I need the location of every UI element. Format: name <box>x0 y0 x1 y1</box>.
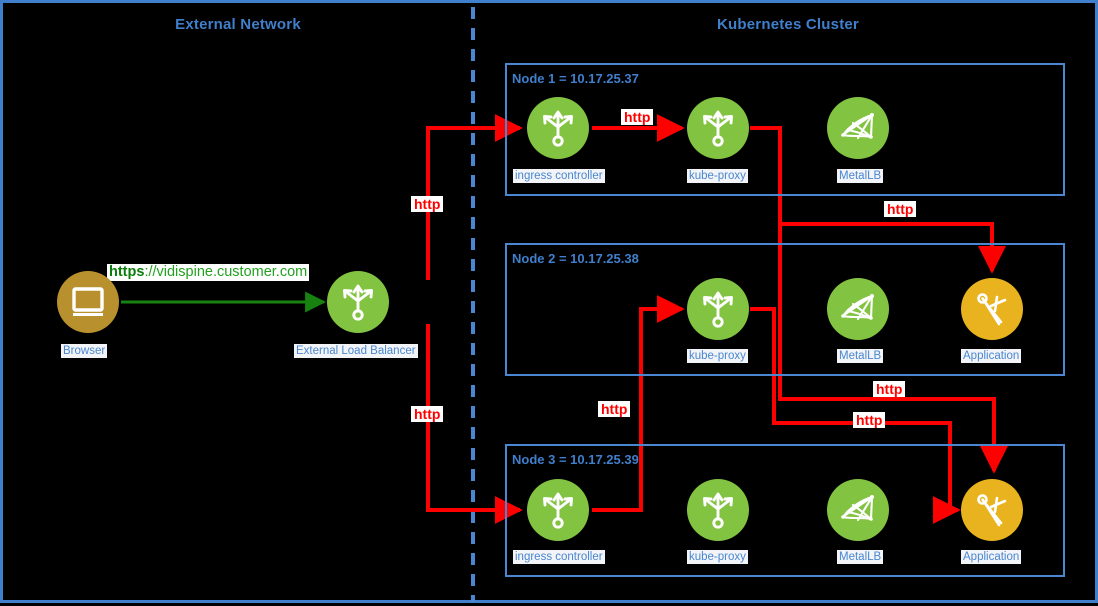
node-title-node-1: Node 1 = 10.17.25.37 <box>512 71 639 86</box>
node-3-application-label: Application <box>961 550 1022 564</box>
edge-label-node1-kubeproxy-to-node2-app: http <box>884 201 917 217</box>
edge-node3-ingress-to-node2-kubeproxy <box>592 295 685 512</box>
node-3-kube-proxy-label: kube-proxy <box>687 550 748 564</box>
edge-label-node1-ingress-to-kubeproxy: http <box>621 109 654 125</box>
edge-label-lb-to-node3-ingress: http <box>411 406 444 422</box>
edge-lb-to-node1-ingress <box>426 114 523 280</box>
node-3-ingress-controller-label: ingress controller <box>513 550 605 564</box>
kubernetes-trident-icon <box>543 110 573 147</box>
node-1-kube-proxy-label: kube-proxy <box>687 169 748 183</box>
compass-divider-icon <box>977 293 1007 326</box>
node-title-node-2: Node 2 = 10.17.25.38 <box>512 251 639 266</box>
node-1-ingress-controller-label: ingress controller <box>513 169 605 183</box>
external-load-balancer-label: External Load Balancer <box>294 344 418 358</box>
node-2-application-label: Application <box>961 349 1022 363</box>
external-load-balancer-node[interactable] <box>327 271 389 333</box>
node-2-application[interactable] <box>961 278 1023 340</box>
zone-title-kubernetes-cluster: Kubernetes Cluster <box>717 16 859 33</box>
node-2-metallb-label: MetalLB <box>837 349 884 363</box>
browser-monitor-icon <box>72 287 104 316</box>
metallb-mesh-icon <box>841 294 874 321</box>
edge-label-node2-kubeproxy-to-node3-app: http <box>853 412 886 428</box>
edge-label-node3-ingress-to-node2-kubeproxy: http <box>598 401 631 417</box>
browser-node[interactable] <box>57 271 119 333</box>
connection-layer <box>121 7 1008 602</box>
node-3-ingress-controller[interactable] <box>527 479 589 541</box>
browser-label: Browser <box>61 344 108 358</box>
kubernetes-trident-icon <box>703 291 733 328</box>
node-2-metallb[interactable] <box>827 278 889 340</box>
kubernetes-trident-icon <box>543 492 573 529</box>
kubernetes-trident-icon <box>703 492 733 529</box>
node-2-kube-proxy[interactable] <box>687 278 749 340</box>
node-3-metallb[interactable] <box>827 479 889 541</box>
zone-title-external-network: External Network <box>175 16 301 33</box>
node-box-node-1 <box>505 63 1065 196</box>
node-2-kube-proxy-label: kube-proxy <box>687 349 748 363</box>
kubernetes-trident-icon <box>343 284 373 321</box>
node-box-node-3 <box>505 444 1065 577</box>
edge-node2-kubeproxy-to-node3-app <box>750 307 952 510</box>
node-3-metallb-label: MetalLB <box>837 550 884 564</box>
metallb-mesh-icon <box>841 113 874 140</box>
node-3-kube-proxy[interactable] <box>687 479 749 541</box>
url-label: https://vidispine.customer.com <box>107 264 310 281</box>
node-1-ingress-controller[interactable] <box>527 97 589 159</box>
metallb-mesh-icon <box>841 495 874 522</box>
node-1-metallb[interactable] <box>827 97 889 159</box>
node-3-application[interactable] <box>961 479 1023 541</box>
node-box-node-2 <box>505 243 1065 376</box>
compass-divider-icon <box>977 494 1007 527</box>
edge-label-node1-kubeproxy-to-node3-app: http <box>873 381 906 397</box>
node-1-metallb-label: MetalLB <box>837 169 884 183</box>
node-title-node-3: Node 3 = 10.17.25.39 <box>512 452 639 467</box>
node-1-kube-proxy[interactable] <box>687 97 749 159</box>
kubernetes-trident-icon <box>703 110 733 147</box>
edge-label-lb-to-node1-ingress: http <box>411 196 444 212</box>
edge-node1-kubeproxy-to-node3-app <box>778 224 1008 474</box>
edge-lb-to-node3-ingress <box>426 324 523 524</box>
